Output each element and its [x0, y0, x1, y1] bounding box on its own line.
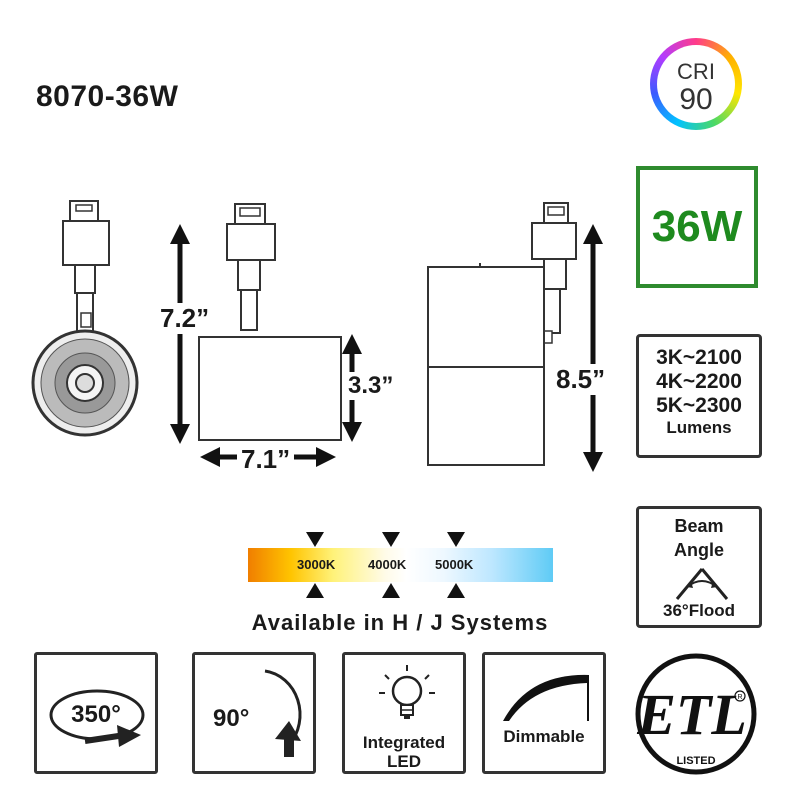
integrated-led-feature-box: Integrated LED [342, 652, 466, 774]
lumens-box: 3K~2100 4K~2200 5K~2300 Lumens [636, 334, 762, 458]
front-view-drawing [31, 200, 139, 437]
etl-listed-text: LISTED [676, 755, 715, 767]
cri-badge: CRI 90 [650, 38, 742, 130]
side-view-tall-drawing [427, 202, 577, 466]
model-number: 8070-36W [36, 80, 179, 113]
etl-listed-logo: ETL LISTED R [635, 653, 757, 775]
beam-label: Beam [674, 516, 724, 536]
beam-cone-icon [675, 568, 729, 600]
wattage-value: 36W [651, 202, 743, 251]
cct-4000k: 4000K [368, 557, 407, 572]
angle-label: Angle [673, 540, 724, 560]
dimmable-label: Dimmable [503, 727, 585, 746]
lumens-4k: 4K~2200 [656, 370, 742, 393]
rotation-value: 350° [71, 701, 121, 728]
head-height-label: 3.3” [346, 372, 396, 400]
total-height-label: 8.5” [554, 364, 608, 395]
color-temperature-bar [248, 548, 553, 582]
led-label: LED [387, 752, 421, 771]
dimmable-feature-box: Dimmable [482, 652, 606, 774]
dimmer-curve-icon [503, 674, 589, 721]
wattage-box: 36W [636, 166, 758, 288]
length-label: 7.1” [237, 444, 295, 475]
beam-angle-value: 36°Flood [663, 601, 735, 620]
light-bulb-icon [379, 665, 435, 719]
tilt-arrow-icon [264, 669, 302, 757]
cri-value: 90 [679, 83, 713, 116]
lumens-unit: Lumens [666, 418, 732, 437]
cct-5000k: 5000K [435, 557, 474, 572]
tilt-feature-box: 90° [192, 652, 316, 774]
lumens-3k: 3K~2100 [656, 346, 742, 369]
cri-label: CRI [677, 59, 715, 84]
availability-text: Available in H / J Systems [251, 610, 549, 635]
rotation-feature-box: 350° [34, 652, 158, 774]
etl-letters: ETL [636, 682, 747, 747]
registered-mark: R [737, 694, 742, 701]
side-view-drawing [198, 203, 342, 441]
tilt-value: 90° [213, 705, 250, 732]
beam-angle-box: Beam Angle 36°Flood [636, 506, 762, 628]
rotation-arrow-icon [49, 689, 145, 747]
cct-3000k: 3000K [297, 557, 336, 572]
height-small-label: 7.2” [158, 303, 212, 334]
lumens-5k: 5K~2300 [656, 394, 742, 417]
integrated-label: Integrated [362, 733, 446, 752]
